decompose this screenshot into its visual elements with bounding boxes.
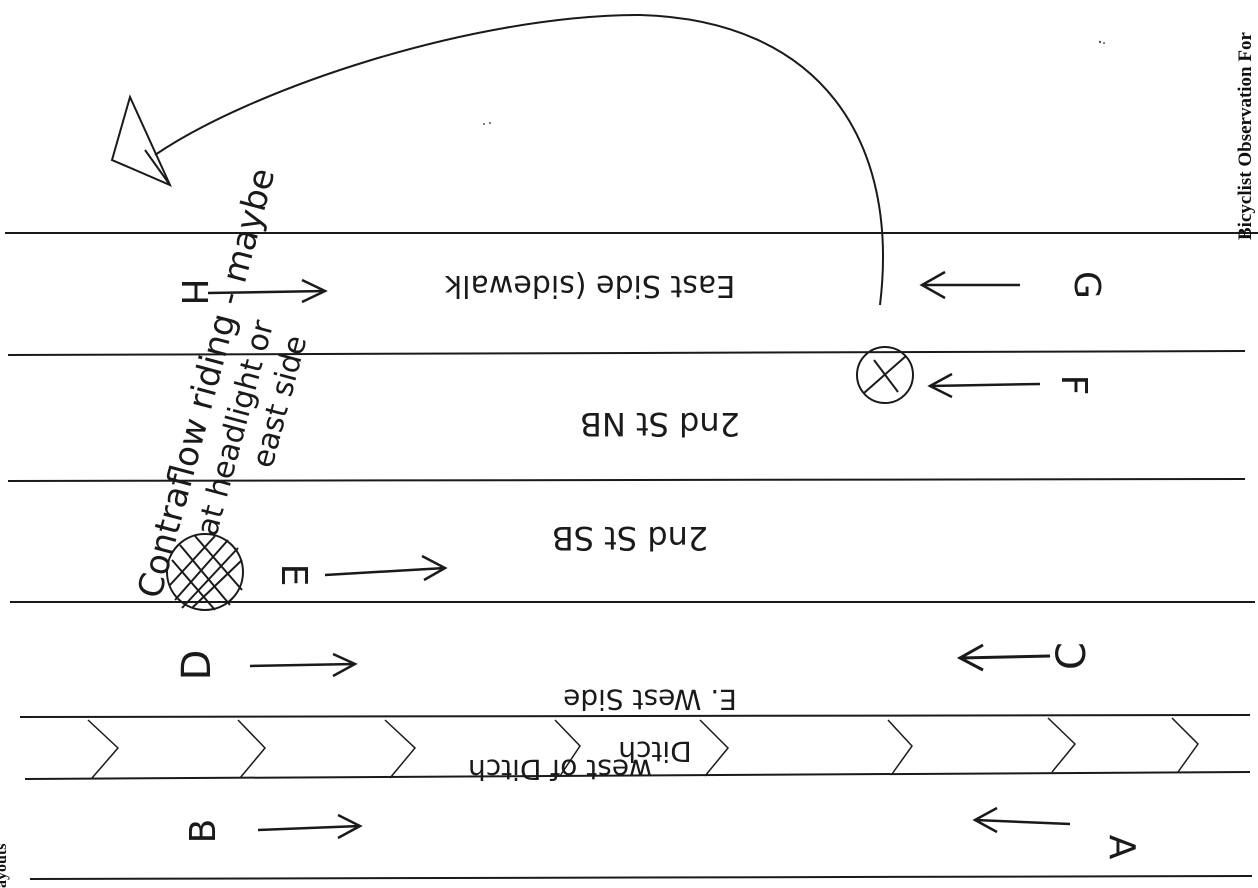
lane-lines bbox=[5, 232, 1258, 880]
lane-line-3 bbox=[7, 478, 1246, 482]
lane-line-2 bbox=[7, 350, 1246, 356]
form-title: Bicyclist Observation For bbox=[1235, 32, 1256, 240]
ditch-chevron bbox=[237, 719, 267, 779]
conflict-circle-f bbox=[856, 346, 914, 404]
lane-line-5 bbox=[19, 714, 1251, 718]
stray-marks bbox=[483, 40, 1105, 125]
ditch-chevron bbox=[1171, 717, 1199, 773]
arrow-f bbox=[927, 372, 1041, 399]
marker-letter-a: A bbox=[1101, 835, 1142, 860]
ditch-chevron bbox=[887, 719, 913, 775]
arrow-d bbox=[249, 652, 358, 678]
ditch-chevron bbox=[87, 719, 120, 779]
lane-label-ditch: Ditch bbox=[618, 735, 691, 768]
arrow-b bbox=[257, 813, 363, 840]
arrow-g bbox=[919, 270, 1020, 300]
ditch-chevron bbox=[554, 719, 581, 777]
arrow-a bbox=[972, 806, 1071, 834]
marker-letter-g: G bbox=[1066, 271, 1107, 299]
footer-fragment: ayouts bbox=[0, 844, 10, 888]
arrow-e bbox=[324, 554, 448, 582]
marker-letter-c: C bbox=[1049, 642, 1095, 670]
lane-label-west-of-ditch: west of Ditch bbox=[468, 753, 652, 786]
ditch-chevron bbox=[384, 719, 417, 779]
lane-line-6 bbox=[24, 771, 1251, 780]
ditch-chevron bbox=[699, 719, 730, 777]
ditch-chevrons bbox=[87, 717, 1199, 779]
marker-letter-b: B bbox=[183, 819, 224, 844]
conflict-circle-e bbox=[166, 533, 244, 611]
arrow-h bbox=[207, 278, 328, 304]
lane-label-sb: 2nd St SB bbox=[552, 519, 708, 557]
marker-letter-e: E bbox=[273, 564, 314, 587]
arrow-c bbox=[956, 643, 1051, 672]
ditch-chevron bbox=[1047, 717, 1077, 773]
marker-letter-f: F bbox=[1053, 375, 1094, 396]
trajectory-arrowhead-icon bbox=[110, 94, 172, 187]
marker-letter-d: D bbox=[174, 650, 220, 681]
trajectory-curve bbox=[110, 13, 884, 306]
lane-line-7 bbox=[29, 875, 1253, 880]
lane-label-west-side: E. West Side bbox=[563, 683, 737, 716]
lane-label-nb: 2nd St NB bbox=[580, 405, 740, 443]
lane-label-east-sidewalk: East Side (sidewalk bbox=[444, 268, 735, 303]
marker-letter-h: H bbox=[173, 278, 214, 305]
